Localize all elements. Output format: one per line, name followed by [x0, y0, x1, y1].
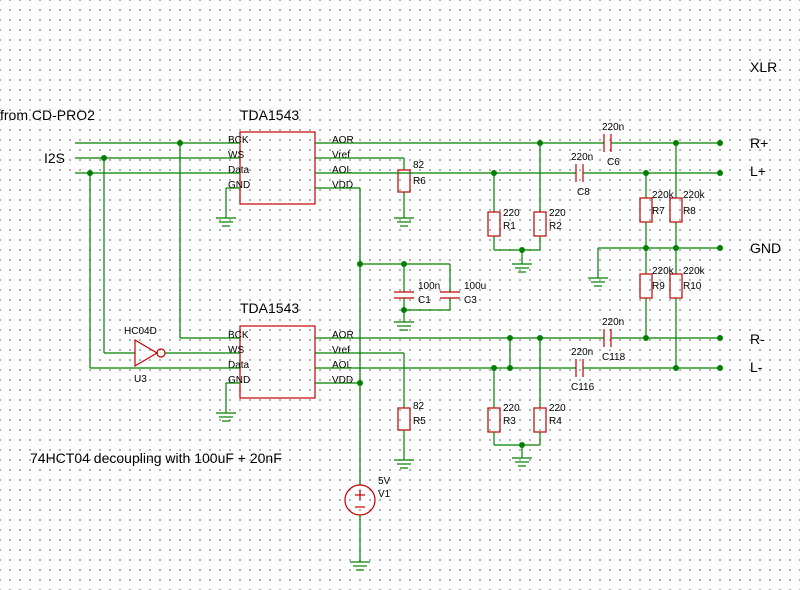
r3-value: 220 [503, 403, 520, 414]
chip1-gnd-pin [216, 187, 240, 227]
r7-ref: R7 [652, 206, 665, 217]
r10-value: 220k [683, 266, 706, 277]
r5-ref: R5 [413, 416, 426, 427]
c116-ref: C116 [571, 382, 595, 393]
chip2-pin-vdd: VDD [332, 375, 353, 386]
chip2-pin-data: Data [228, 360, 250, 371]
c6-ref: C6 [607, 157, 620, 168]
r1-ref: R1 [503, 221, 516, 232]
chip2-pin-bck: BCK [228, 330, 249, 341]
r8-value: 220k [683, 190, 706, 201]
c8-value: 220n [571, 152, 593, 163]
chip1-pin-vdd: VDD [332, 180, 353, 191]
r5-value: 82 [413, 401, 425, 412]
input-bus-wires [75, 140, 240, 369]
chip1-title: TDA1543 [240, 107, 299, 123]
c118-ref: C118 [602, 352, 626, 363]
output-terminals [717, 140, 723, 371]
dac-chip-1: BCK WS Data GND AOR Vref AOL VDD [228, 131, 354, 205]
c3-value: 100u [464, 281, 486, 292]
c6-value: 220n [602, 122, 624, 133]
dac-chip-2: BCK WS Data GND AOR Vref AOL VDD [228, 325, 354, 399]
vref-resistor-r6: 82 R6 [315, 157, 426, 227]
r9-value: 220k [652, 266, 675, 277]
inverter-type-label: HC04D [124, 326, 157, 337]
c1-ref: C1 [418, 295, 431, 306]
c1-value: 100n [418, 281, 440, 292]
chip1-pin-gnd: GND [228, 180, 250, 191]
i2s-label: I2S [44, 150, 65, 166]
upper-output-network: 220 R1 220 R2 220n C6 220n C8 220k R7 22… [315, 122, 720, 273]
chip2-title: TDA1543 [240, 300, 299, 316]
c116-value: 220n [571, 347, 593, 358]
chip2-pin-aor: AOR [332, 330, 354, 341]
r8-ref: R8 [683, 206, 696, 217]
supply-ref: V1 [378, 489, 391, 500]
lower-output-network: 220 R3 220 R4 220n C118 220n C116 220k R… [315, 248, 720, 467]
chip2-pin-ws: WS [228, 345, 244, 356]
chip1-pin-vref: Vref [332, 150, 350, 161]
supply-v1: 5V V1 [344, 476, 391, 571]
r9-ref: R9 [652, 281, 665, 292]
source-label: from CD-PRO2 [0, 107, 95, 123]
vref-resistor-r5: 82 R5 [315, 352, 426, 469]
output-label-gnd: GND [750, 240, 781, 256]
chip1-pin-data: Data [228, 165, 250, 176]
c118-value: 220n [602, 317, 624, 328]
r2-ref: R2 [549, 221, 562, 232]
xlr-label: XLR [750, 59, 777, 75]
r2-value: 220 [549, 208, 566, 219]
r1-value: 220 [503, 208, 520, 219]
chip1-pin-aor: AOR [332, 135, 354, 146]
vdd-rail [315, 187, 450, 485]
r10-ref: R10 [683, 281, 702, 292]
r6-ref: R6 [413, 176, 426, 187]
inverter-u3: HC04D U3 [124, 326, 166, 385]
output-label-lplus: L+ [750, 163, 766, 179]
c8-ref: C8 [577, 187, 590, 198]
r6-value: 82 [413, 160, 425, 171]
decoupling-note: 74HCT04 decoupling with 100uF + 20nF [30, 450, 282, 466]
output-label-rminus: R- [750, 331, 765, 347]
chip2-pin-vref: Vref [332, 345, 350, 356]
decoupling-capacitors: 100n C1 100u C3 [394, 261, 486, 331]
r4-value: 220 [549, 403, 566, 414]
output-label-lminus: L- [750, 359, 763, 375]
chip2-pin-gnd: GND [228, 375, 250, 386]
supply-value: 5V [378, 476, 391, 487]
inverter-ref-label: U3 [134, 374, 147, 385]
r4-ref: R4 [549, 416, 562, 427]
c3-ref: C3 [464, 295, 477, 306]
chip1-pin-bck: BCK [228, 135, 249, 146]
output-label-rplus: R+ [750, 135, 768, 151]
chip2-pin-aol: AOL [332, 360, 352, 371]
chip1-pin-aol: AOL [332, 165, 352, 176]
chip1-pin-ws: WS [228, 150, 244, 161]
chip2-gnd-pin [216, 382, 240, 422]
r7-value: 220k [652, 190, 675, 201]
r3-ref: R3 [503, 416, 516, 427]
